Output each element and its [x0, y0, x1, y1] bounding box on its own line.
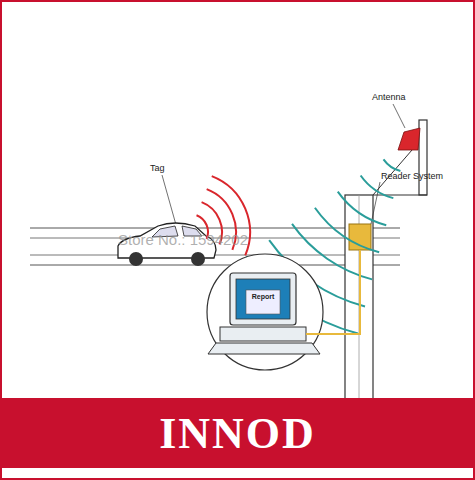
radio-wave	[338, 179, 386, 238]
reader-label: Reader System	[381, 172, 443, 182]
screen-label: Report	[252, 293, 275, 301]
brand-band: INNOD	[0, 398, 475, 468]
brand-name: INNOD	[159, 408, 316, 459]
antenna-label: Antenna	[372, 93, 406, 103]
watermark: Store No.: 1594202	[118, 232, 248, 249]
tag-label: Tag	[150, 164, 165, 174]
